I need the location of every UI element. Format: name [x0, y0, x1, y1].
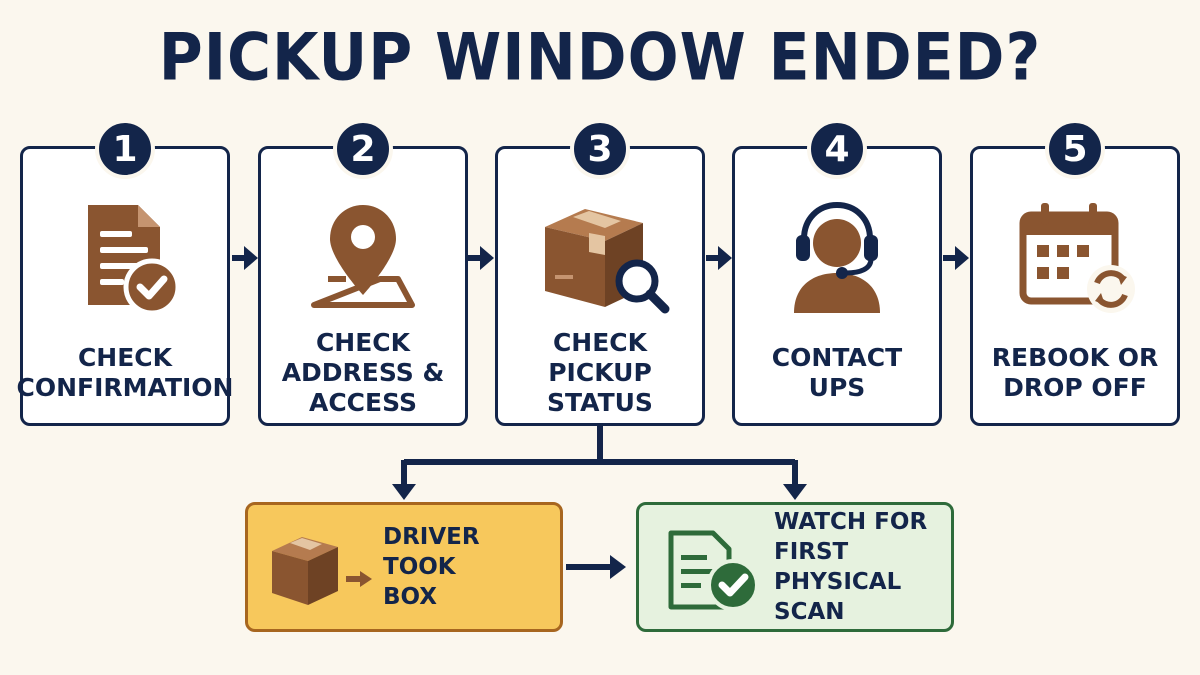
headset-agent-icon [735, 197, 939, 317]
step-number-badge: 2 [333, 119, 393, 179]
step-number-badge: 4 [807, 119, 867, 179]
step-card-2: 2 CHECK ADDRESS & ACCESS [258, 119, 468, 426]
step-card-1: 1 CHECK CONFIRMATION [16, 119, 234, 426]
step-label: REBOOK OR DROP OFF [991, 343, 1159, 402]
document-check-icon [23, 197, 227, 317]
outcome-driver-took-box: DRIVER TOOK BOX [245, 502, 563, 632]
arrow-right-icon [232, 246, 258, 270]
map-pin-icon [261, 197, 465, 317]
page-title: PICKUP WINDOW ENDED? [158, 20, 1042, 96]
step-number-badge: 1 [95, 119, 155, 179]
step-label: CHECK CONFIRMATION [16, 343, 234, 402]
step-number-badge: 3 [570, 119, 630, 179]
box-magnifier-icon [498, 197, 702, 317]
box-arrow-icon [272, 537, 372, 605]
arrow-right-icon [943, 246, 969, 270]
arrow-right-icon [468, 246, 494, 270]
step-label: CONTACT UPS [771, 343, 903, 402]
calendar-refresh-icon [973, 197, 1177, 317]
outcome-label: DRIVER TOOK BOX [383, 524, 480, 610]
step-label: CHECK PICKUP STATUS [547, 328, 653, 417]
arrow-right-icon [706, 246, 732, 270]
step-number-badge: 5 [1045, 119, 1105, 179]
step-card-5: 5 REBOOK OR DROP OFF [970, 119, 1180, 426]
step-card-3: 3 CHECK PICKUP STATUS [495, 119, 705, 426]
outcome-watch-scan: WATCH FOR FIRST PHYSICAL SCAN [636, 502, 954, 632]
outcome-label: WATCH FOR FIRST PHYSICAL SCAN [774, 509, 928, 625]
step-card-4: 4 CONTACT UPS [732, 119, 942, 426]
step-label: CHECK ADDRESS & ACCESS [281, 328, 445, 417]
document-check-icon [668, 530, 759, 611]
